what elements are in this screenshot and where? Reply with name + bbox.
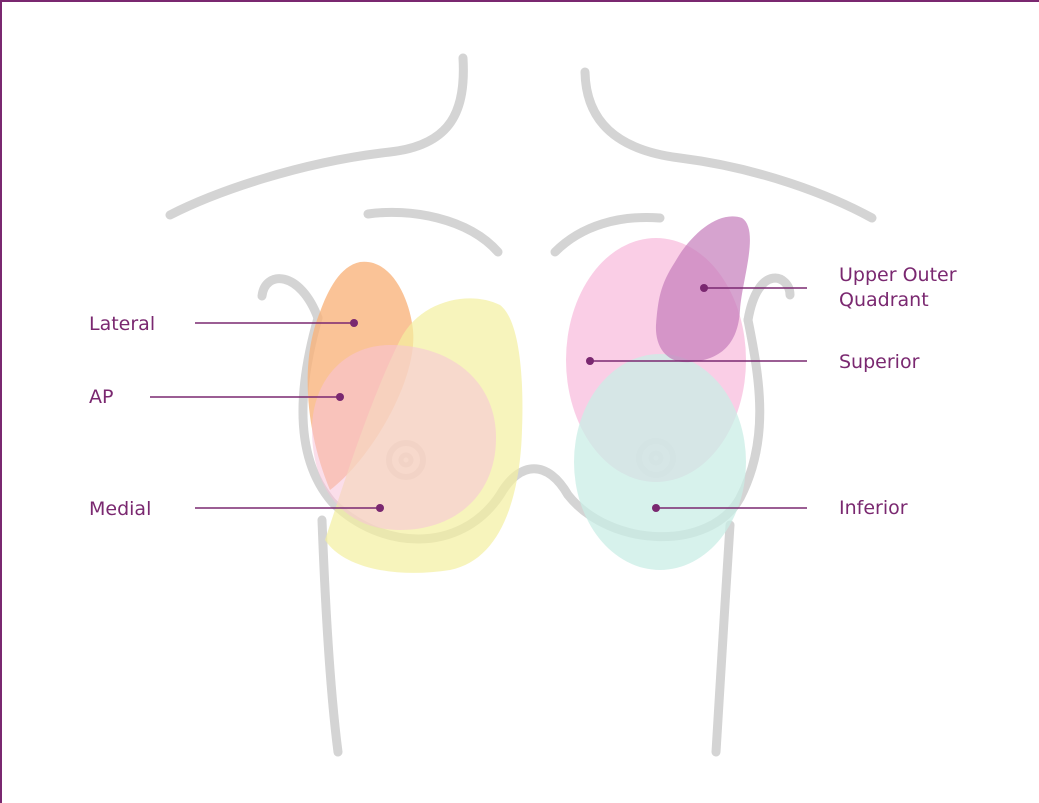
label-upper-outer-line1: Upper Outer [839, 263, 957, 288]
inferior-zone [574, 354, 746, 570]
right-breast-zones [566, 216, 750, 570]
left-body-line [322, 520, 338, 752]
label-upper-outer-quadrant: Upper Outer Quadrant [839, 263, 957, 313]
right-arm-side [748, 278, 790, 320]
label-medial: Medial [89, 497, 151, 521]
label-superior: Superior [839, 350, 919, 374]
lateral-leader-dot [350, 319, 358, 327]
label-ap: AP [89, 385, 113, 409]
inferior-leader-dot [652, 504, 660, 512]
neck-right-line [585, 72, 872, 218]
superior-leader-dot [586, 357, 594, 365]
clavicle-left [368, 212, 498, 252]
right-body-line [716, 525, 730, 752]
ap-zone [312, 345, 496, 530]
label-inferior: Inferior [839, 496, 908, 520]
medial-leader-dot [376, 504, 384, 512]
label-lateral: Lateral [89, 312, 155, 336]
left-arm-side [262, 279, 318, 318]
neck-left-line [170, 58, 463, 215]
label-upper-outer-line2: Quadrant [839, 288, 957, 313]
upper-outer-leader-dot [700, 284, 708, 292]
left-breast-zones [308, 262, 523, 573]
ap-leader-dot [336, 393, 344, 401]
